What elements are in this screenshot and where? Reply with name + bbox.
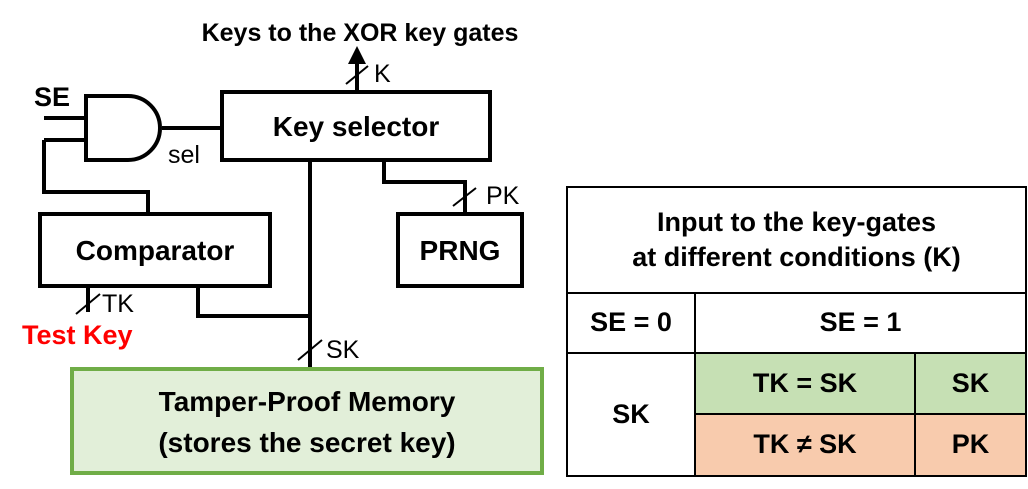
se-label: SE [34, 82, 70, 112]
and-gate [84, 94, 162, 162]
table-title-line-2: at different conditions (K) [632, 242, 961, 272]
sk-to-comparator-wire [196, 286, 310, 318]
table-header-row: SE = 0 SE = 1 [566, 292, 1028, 354]
tamper-proof-memory-box [70, 367, 544, 475]
tk-bus-slash [75, 293, 101, 315]
k-arrow-head [348, 46, 366, 64]
memory-subtitle: (stores the secret key) [158, 427, 455, 458]
top-output-label: Keys to the XOR key gates [202, 19, 519, 47]
pk-wire [382, 160, 467, 214]
mismatch-condition-cell: TK ≠ SK [694, 413, 916, 477]
key-selector-label: Key selector [273, 111, 440, 142]
se0-header-cell: SE = 0 [566, 292, 696, 354]
key-selector-box [220, 90, 492, 162]
match-value-cell: SK [913, 352, 1028, 415]
prng-box [396, 212, 524, 288]
pk-bus-label: PK [486, 182, 520, 210]
k-bus-slash [345, 65, 369, 85]
sk-bus-slash [297, 339, 323, 361]
table-title-row: Input to the key-gates at different cond… [565, 186, 1028, 294]
pk-bus-slash [452, 187, 477, 207]
k-bus-label: K [374, 60, 391, 88]
comparator-label: Comparator [76, 235, 235, 266]
memory-title: Tamper-Proof Memory [159, 386, 456, 417]
prng-label: PRNG [420, 235, 501, 266]
match-condition-cell: TK = SK [694, 352, 916, 415]
comparator-box [38, 212, 272, 288]
se0-value-cell: SK [566, 352, 696, 477]
comparator-to-and-wire [42, 140, 150, 214]
tk-bus-label: TK [102, 290, 134, 318]
sel-label: sel [168, 141, 200, 169]
table-row-mismatch: TK ≠ SK PK [567, 413, 1028, 477]
se1-header-cell: SE = 1 [693, 292, 1028, 354]
table-title-line-1: Input to the key-gates [656, 206, 937, 237]
test-key-label: Test Key [22, 320, 133, 350]
key-condition-table: Input to the key-gates at different cond… [565, 186, 1028, 477]
sk-bus-label: SK [326, 336, 360, 364]
mismatch-value-cell: PK [913, 413, 1028, 477]
table-row-match: SK TK = SK SK [566, 352, 1028, 477]
table-title-cell: Input to the key-gates at different cond… [565, 186, 1028, 294]
